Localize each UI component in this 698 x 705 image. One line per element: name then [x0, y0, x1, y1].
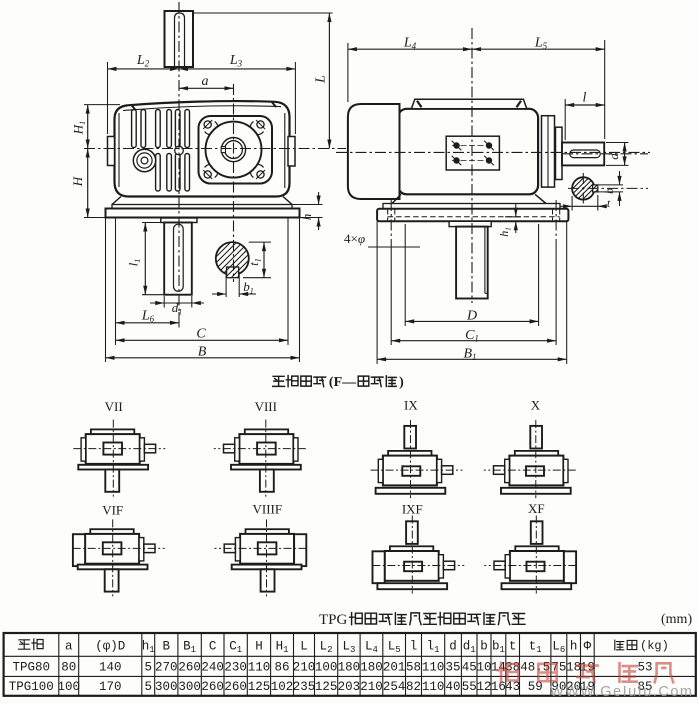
svg-text:a: a	[65, 640, 73, 654]
svg-text:260: 260	[201, 680, 224, 694]
svg-text:125: 125	[315, 680, 338, 694]
svg-text:180: 180	[360, 661, 383, 675]
svg-text:125: 125	[248, 680, 271, 694]
svg-text:t: t	[607, 196, 611, 210]
svg-text:XF: XF	[528, 501, 545, 516]
svg-text:H: H	[70, 176, 85, 187]
svg-text:254: 254	[383, 680, 406, 694]
svg-text:(kg): (kg)	[640, 639, 669, 653]
svg-text:): )	[399, 375, 404, 390]
svg-text:210: 210	[360, 680, 383, 694]
svg-text:230: 230	[224, 661, 247, 675]
svg-text:t: t	[509, 640, 517, 654]
svg-text:300: 300	[178, 680, 201, 694]
svg-text:b1: b1	[243, 279, 254, 296]
svg-text:45: 45	[462, 661, 477, 675]
svg-text:d: d	[606, 153, 621, 160]
svg-text:270: 270	[155, 661, 178, 675]
svg-text:h: h	[299, 214, 314, 221]
svg-text:40: 40	[446, 680, 461, 694]
svg-text:IXF: IXF	[402, 502, 423, 517]
svg-text:WWW.GeIufu.Com: WWW.GeIufu.Com	[550, 684, 693, 700]
svg-text:53: 53	[637, 661, 652, 675]
svg-text:VIF: VIF	[102, 503, 123, 518]
svg-text:201: 201	[383, 661, 406, 675]
svg-text:210: 210	[293, 661, 316, 675]
svg-text:VIII: VIII	[255, 399, 277, 414]
svg-text:TPG80: TPG80	[12, 661, 50, 675]
svg-text:TPG100: TPG100	[9, 680, 54, 694]
svg-text:X: X	[531, 398, 541, 413]
svg-text:B: B	[198, 345, 207, 360]
svg-text:L: L	[314, 75, 329, 84]
svg-text:C: C	[196, 327, 206, 342]
svg-text:IX: IX	[404, 398, 418, 413]
svg-text:59: 59	[528, 680, 543, 694]
svg-text:82: 82	[406, 680, 421, 694]
svg-text:VIIIF: VIIIF	[252, 502, 282, 517]
svg-text:85: 85	[637, 680, 652, 694]
svg-text:110: 110	[422, 680, 445, 694]
svg-text:d1: d1	[172, 300, 183, 317]
svg-text:100: 100	[57, 680, 80, 694]
svg-text:110: 110	[422, 661, 445, 675]
svg-text:18: 18	[566, 661, 581, 675]
svg-text:14: 14	[491, 661, 506, 675]
svg-text:102: 102	[271, 680, 294, 694]
svg-text:12: 12	[476, 680, 491, 694]
svg-text:140: 140	[99, 661, 122, 675]
svg-text:19: 19	[580, 680, 595, 694]
svg-text:58: 58	[406, 661, 421, 675]
svg-text:260: 260	[178, 661, 201, 675]
svg-text:l: l	[410, 640, 418, 654]
svg-text:h: h	[570, 640, 578, 654]
svg-text:VII: VII	[105, 399, 123, 414]
svg-text:4×φ: 4×φ	[344, 231, 365, 246]
svg-text:90: 90	[551, 680, 566, 694]
svg-text:180: 180	[338, 661, 361, 675]
svg-text:H: H	[255, 640, 263, 654]
svg-text:110: 110	[248, 661, 271, 675]
svg-text:(mm): (mm)	[661, 612, 692, 627]
svg-text:300: 300	[155, 680, 178, 694]
svg-text:80: 80	[61, 661, 76, 675]
svg-text:20: 20	[566, 680, 581, 694]
svg-text:235: 235	[293, 680, 316, 694]
svg-text:TPG: TPG	[319, 612, 348, 628]
svg-text:C: C	[209, 640, 217, 654]
svg-text:100: 100	[315, 661, 338, 675]
svg-text:86: 86	[275, 661, 290, 675]
svg-text:260: 260	[224, 680, 247, 694]
svg-text:l: l	[583, 91, 587, 106]
svg-text:43: 43	[505, 680, 520, 694]
svg-text:16: 16	[491, 680, 506, 694]
svg-text:a: a	[202, 74, 209, 89]
svg-text:170: 170	[99, 680, 122, 694]
svg-text:203: 203	[338, 680, 361, 694]
svg-text:d: d	[449, 640, 457, 654]
svg-text:5: 5	[144, 680, 152, 694]
svg-text:h1: h1	[497, 227, 513, 237]
svg-text:t1: t1	[246, 258, 263, 266]
svg-text:(φ)D: (φ)D	[95, 640, 125, 654]
svg-text:b: b	[602, 188, 616, 194]
svg-text:240: 240	[201, 661, 224, 675]
svg-text:10: 10	[476, 661, 491, 675]
svg-text:B: B	[163, 640, 171, 654]
svg-text:35: 35	[446, 661, 461, 675]
svg-text:55: 55	[462, 680, 477, 694]
svg-text:Φ: Φ	[584, 640, 592, 654]
svg-text:b: b	[480, 640, 488, 654]
svg-text:D: D	[466, 308, 477, 323]
svg-text:5: 5	[144, 661, 152, 675]
svg-text:l1: l1	[126, 259, 143, 267]
svg-text:L: L	[300, 640, 308, 654]
svg-text:(F—: (F—	[329, 375, 357, 390]
